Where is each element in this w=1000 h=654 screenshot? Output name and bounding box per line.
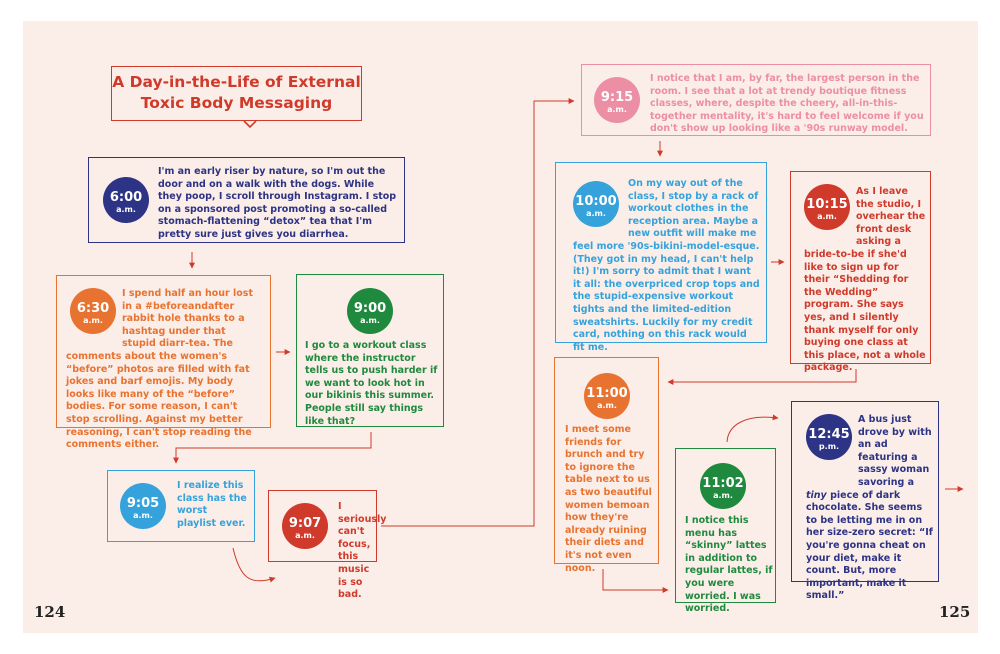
time-label: 9:07 xyxy=(288,516,322,531)
time-circle-9-07: 9:07 a.m. xyxy=(282,503,328,549)
time-circle-11-02: 11:02 a.m. xyxy=(700,463,746,509)
ampm-label: a.m. xyxy=(116,205,136,214)
time-label: 11:02 xyxy=(702,476,744,491)
arrow-9-07-to-9-15 xyxy=(381,98,575,527)
entry-text: I notice this menu has “skinny” lattes i… xyxy=(685,515,773,615)
arrow-9-05-to-9-07 xyxy=(232,547,276,583)
entry-text-body: On my way out of the class, I stop by a … xyxy=(573,178,760,353)
arrow-11-00-to-11-02 xyxy=(602,569,669,593)
entry-text: I spend half an hour lost in a #beforean… xyxy=(66,288,262,452)
entry-text: As I leave the studio, I overhear the fr… xyxy=(804,186,926,375)
page-number-left: 124 xyxy=(34,603,66,621)
time-circle-11-00: 11:00 a.m. xyxy=(584,373,630,419)
ampm-label: a.m. xyxy=(83,316,103,325)
time-circle-9-00: 9:00 a.m. xyxy=(347,288,393,334)
time-circle-6-00: 6:00 a.m. xyxy=(103,177,149,223)
ampm-label: a.m. xyxy=(597,401,617,410)
time-circle-12-45: 12:45 p.m. xyxy=(806,414,852,460)
ampm-label: a.m. xyxy=(607,105,627,114)
ampm-label: a.m. xyxy=(295,531,315,540)
time-label: 6:30 xyxy=(76,301,110,316)
time-label: 6:00 xyxy=(109,190,143,205)
ampm-label: a.m. xyxy=(817,212,837,221)
entry-text-part: piece of dark chocolate. She seems to be… xyxy=(806,489,933,602)
entry-text-body: As I leave the studio, I overhear the fr… xyxy=(804,186,926,374)
entry-text: I'm an early riser by nature, so I'm out… xyxy=(158,166,397,240)
ampm-label: a.m. xyxy=(360,316,380,325)
ampm-label: a.m. xyxy=(586,209,606,218)
page-number-right: 125 xyxy=(939,603,971,621)
entry-text: I meet some friends for brunch and try t… xyxy=(565,424,652,574)
time-label: 9:00 xyxy=(353,301,387,316)
time-label: 9:05 xyxy=(126,496,160,511)
time-label: 9:15 xyxy=(600,90,634,105)
time-label: 10:15 xyxy=(806,197,848,212)
entry-text: I notice that I am, by far, the largest … xyxy=(650,73,924,135)
arrow-9-00-to-9-05 xyxy=(173,432,372,464)
title-pointer xyxy=(243,120,257,129)
entry-text-emphasis: tiny xyxy=(806,489,827,501)
ampm-label: a.m. xyxy=(133,511,153,520)
time-circle-10-00: 10:00 a.m. xyxy=(573,181,619,227)
ampm-label: p.m. xyxy=(818,442,840,451)
entry-text: I seriously can't focus, this music is s… xyxy=(338,501,387,601)
ampm-label: a.m. xyxy=(713,491,733,500)
time-label: 11:00 xyxy=(586,386,628,401)
arrow-11-02-to-12-45 xyxy=(726,414,779,443)
time-circle-9-05: 9:05 a.m. xyxy=(120,483,166,529)
entry-text: I go to a workout class where the instru… xyxy=(305,340,438,427)
entry-6-30 xyxy=(56,275,271,428)
page-title: A Day-in-the-Life of External Toxic Body… xyxy=(111,66,362,121)
entry-text: On my way out of the class, I stop by a … xyxy=(573,178,760,354)
arrow-10-15-to-11-00 xyxy=(667,369,857,385)
entry-text-body: I spend half an hour lost in a #beforean… xyxy=(66,288,253,451)
entry-text-part: A bus just drove by with an ad featuring… xyxy=(858,414,932,488)
entry-text: A bus just drove by with an ad featuring… xyxy=(806,414,934,603)
time-label: 10:00 xyxy=(575,194,617,209)
entry-text: I realize this class has the worst playl… xyxy=(177,480,247,529)
time-circle-9-15: 9:15 a.m. xyxy=(594,77,640,123)
time-circle-6-30: 6:30 a.m. xyxy=(70,288,116,334)
time-circle-10-15: 10:15 a.m. xyxy=(804,184,850,230)
time-label: 12:45 xyxy=(808,427,850,442)
